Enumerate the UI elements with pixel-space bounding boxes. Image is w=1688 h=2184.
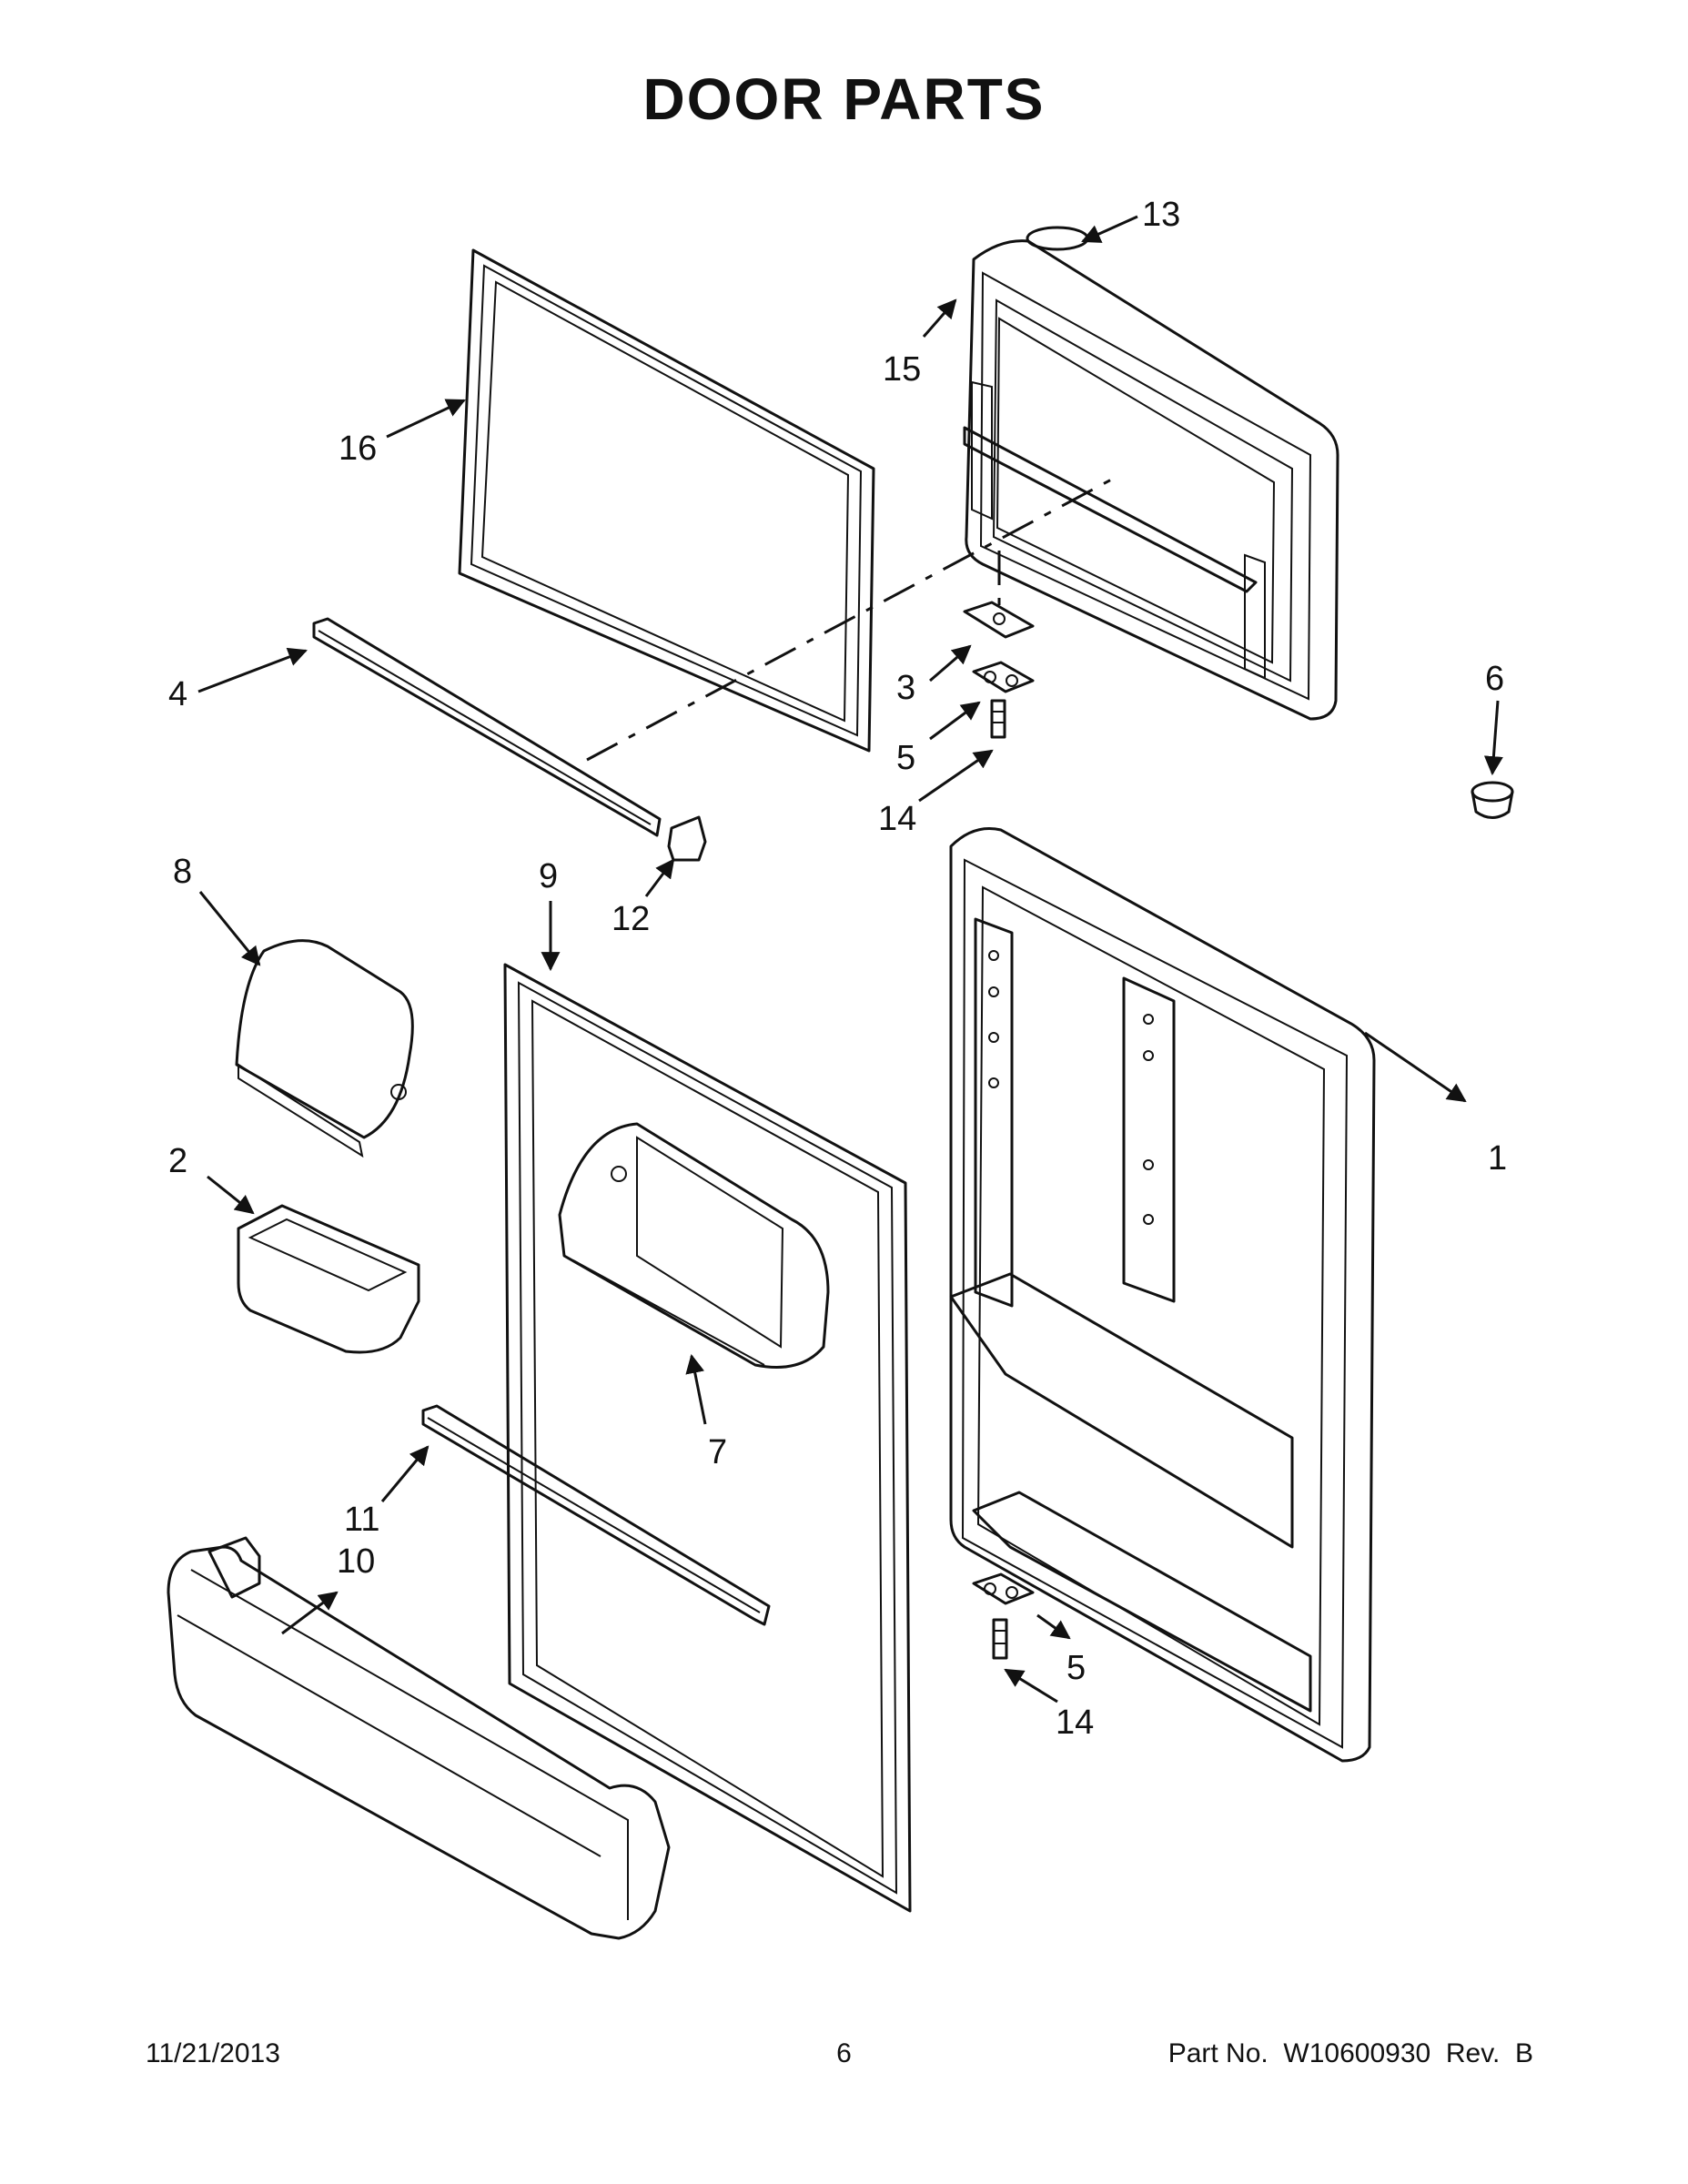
- gallon-door-bin: [167, 1536, 671, 1940]
- callout-9: 9: [539, 857, 558, 895]
- footer-part-number: Part No. W10600930 Rev. B: [1167, 2038, 1533, 2068]
- footer-date: 11/21/2013: [146, 2038, 280, 2068]
- callout-16: 16: [339, 430, 377, 468]
- button-plug: [1471, 781, 1514, 819]
- callout-3: 3: [896, 669, 915, 707]
- footer-page-number: 6: [836, 2038, 852, 2068]
- upper-hinge-assembly: [963, 601, 1035, 739]
- callout-14-lower: 14: [1056, 1704, 1094, 1742]
- callout-labels: 1 2 3 4 5 5 6 7 8 9 10 11 12 13 14 14 15…: [168, 196, 1507, 1742]
- refrigerator-shelf-trim: [421, 1404, 771, 1626]
- refrigerator-door-gasket: [503, 963, 912, 1913]
- hole-plug: [1026, 226, 1089, 251]
- page-title: DOOR PARTS: [642, 66, 1046, 132]
- callout-6: 6: [1485, 660, 1504, 698]
- leader-lines: [197, 215, 1503, 1704]
- freezer-shelf-trim: [312, 617, 662, 837]
- callout-13: 13: [1142, 196, 1180, 234]
- utility-bin: [237, 1204, 420, 1354]
- alignment-line-upper: [586, 476, 1116, 762]
- dairy-compartment: [558, 1122, 830, 1369]
- callout-12: 12: [612, 900, 650, 938]
- callout-11: 11: [344, 1501, 379, 1539]
- freezer-door: [963, 239, 1339, 721]
- callout-2: 2: [168, 1142, 187, 1180]
- callout-7: 7: [708, 1433, 727, 1471]
- callout-14-upper: 14: [878, 800, 916, 838]
- callout-4: 4: [168, 675, 187, 713]
- lower-hinge-assembly: [972, 1572, 1035, 1660]
- freezer-door-gasket: [458, 248, 875, 753]
- callout-5-upper: 5: [896, 739, 915, 777]
- callout-1: 1: [1488, 1139, 1507, 1178]
- callout-15: 15: [883, 350, 921, 389]
- trim-end-cap: [667, 815, 707, 862]
- dairy-door: [235, 939, 414, 1158]
- callout-10: 10: [337, 1542, 375, 1581]
- refrigerator-door: [949, 827, 1376, 1763]
- callout-8: 8: [173, 853, 192, 891]
- callout-5-lower: 5: [1066, 1649, 1086, 1687]
